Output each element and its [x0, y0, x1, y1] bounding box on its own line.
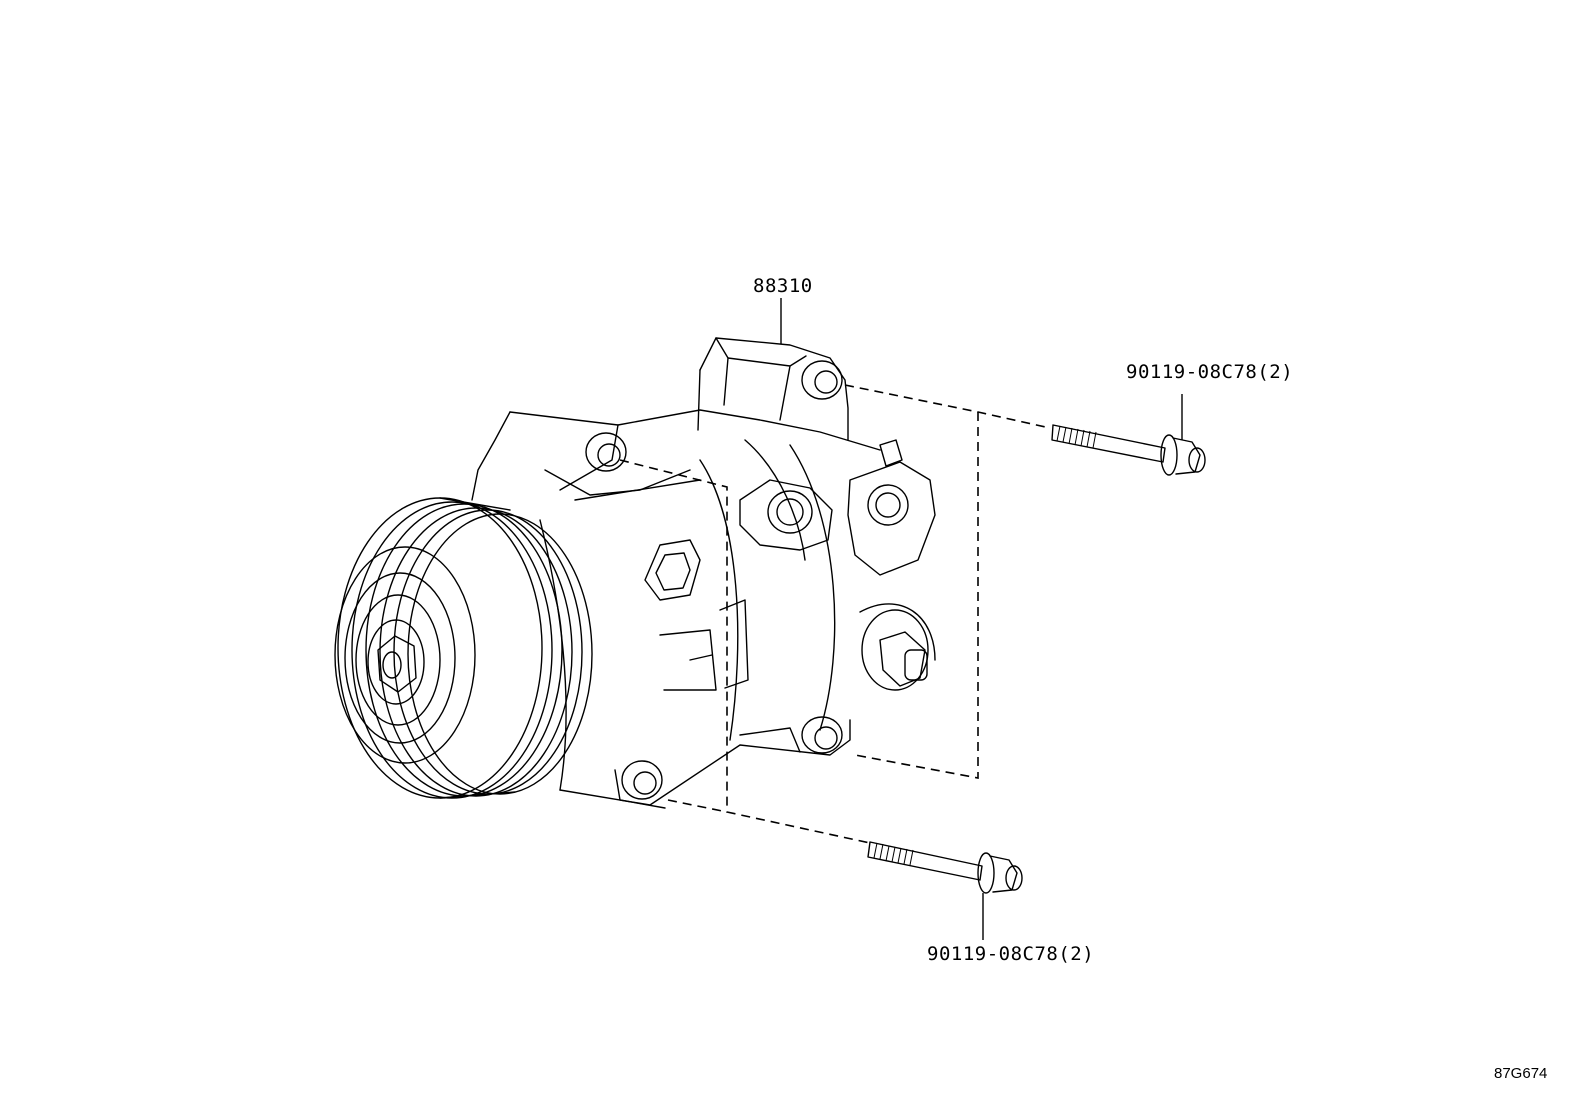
lower-bolt-part-label: 90119-08C78(2)	[927, 943, 1094, 965]
assembly-guide-lines	[619, 384, 1051, 844]
lower-bolt	[867, 841, 1023, 940]
compressor-body	[471, 409, 881, 809]
upper-mount-bracket	[697, 337, 849, 441]
compressor-part-label: 88310	[753, 275, 813, 297]
clutch-pulley	[334, 497, 593, 799]
upper-bolt	[1051, 394, 1206, 476]
pipe-fittings	[739, 439, 936, 691]
diagram-reference-code: 87G674	[1494, 1065, 1547, 1082]
compressor-assembly	[334, 298, 936, 809]
upper-bolt-part-label: 90119-08C78(2)	[1126, 361, 1293, 383]
